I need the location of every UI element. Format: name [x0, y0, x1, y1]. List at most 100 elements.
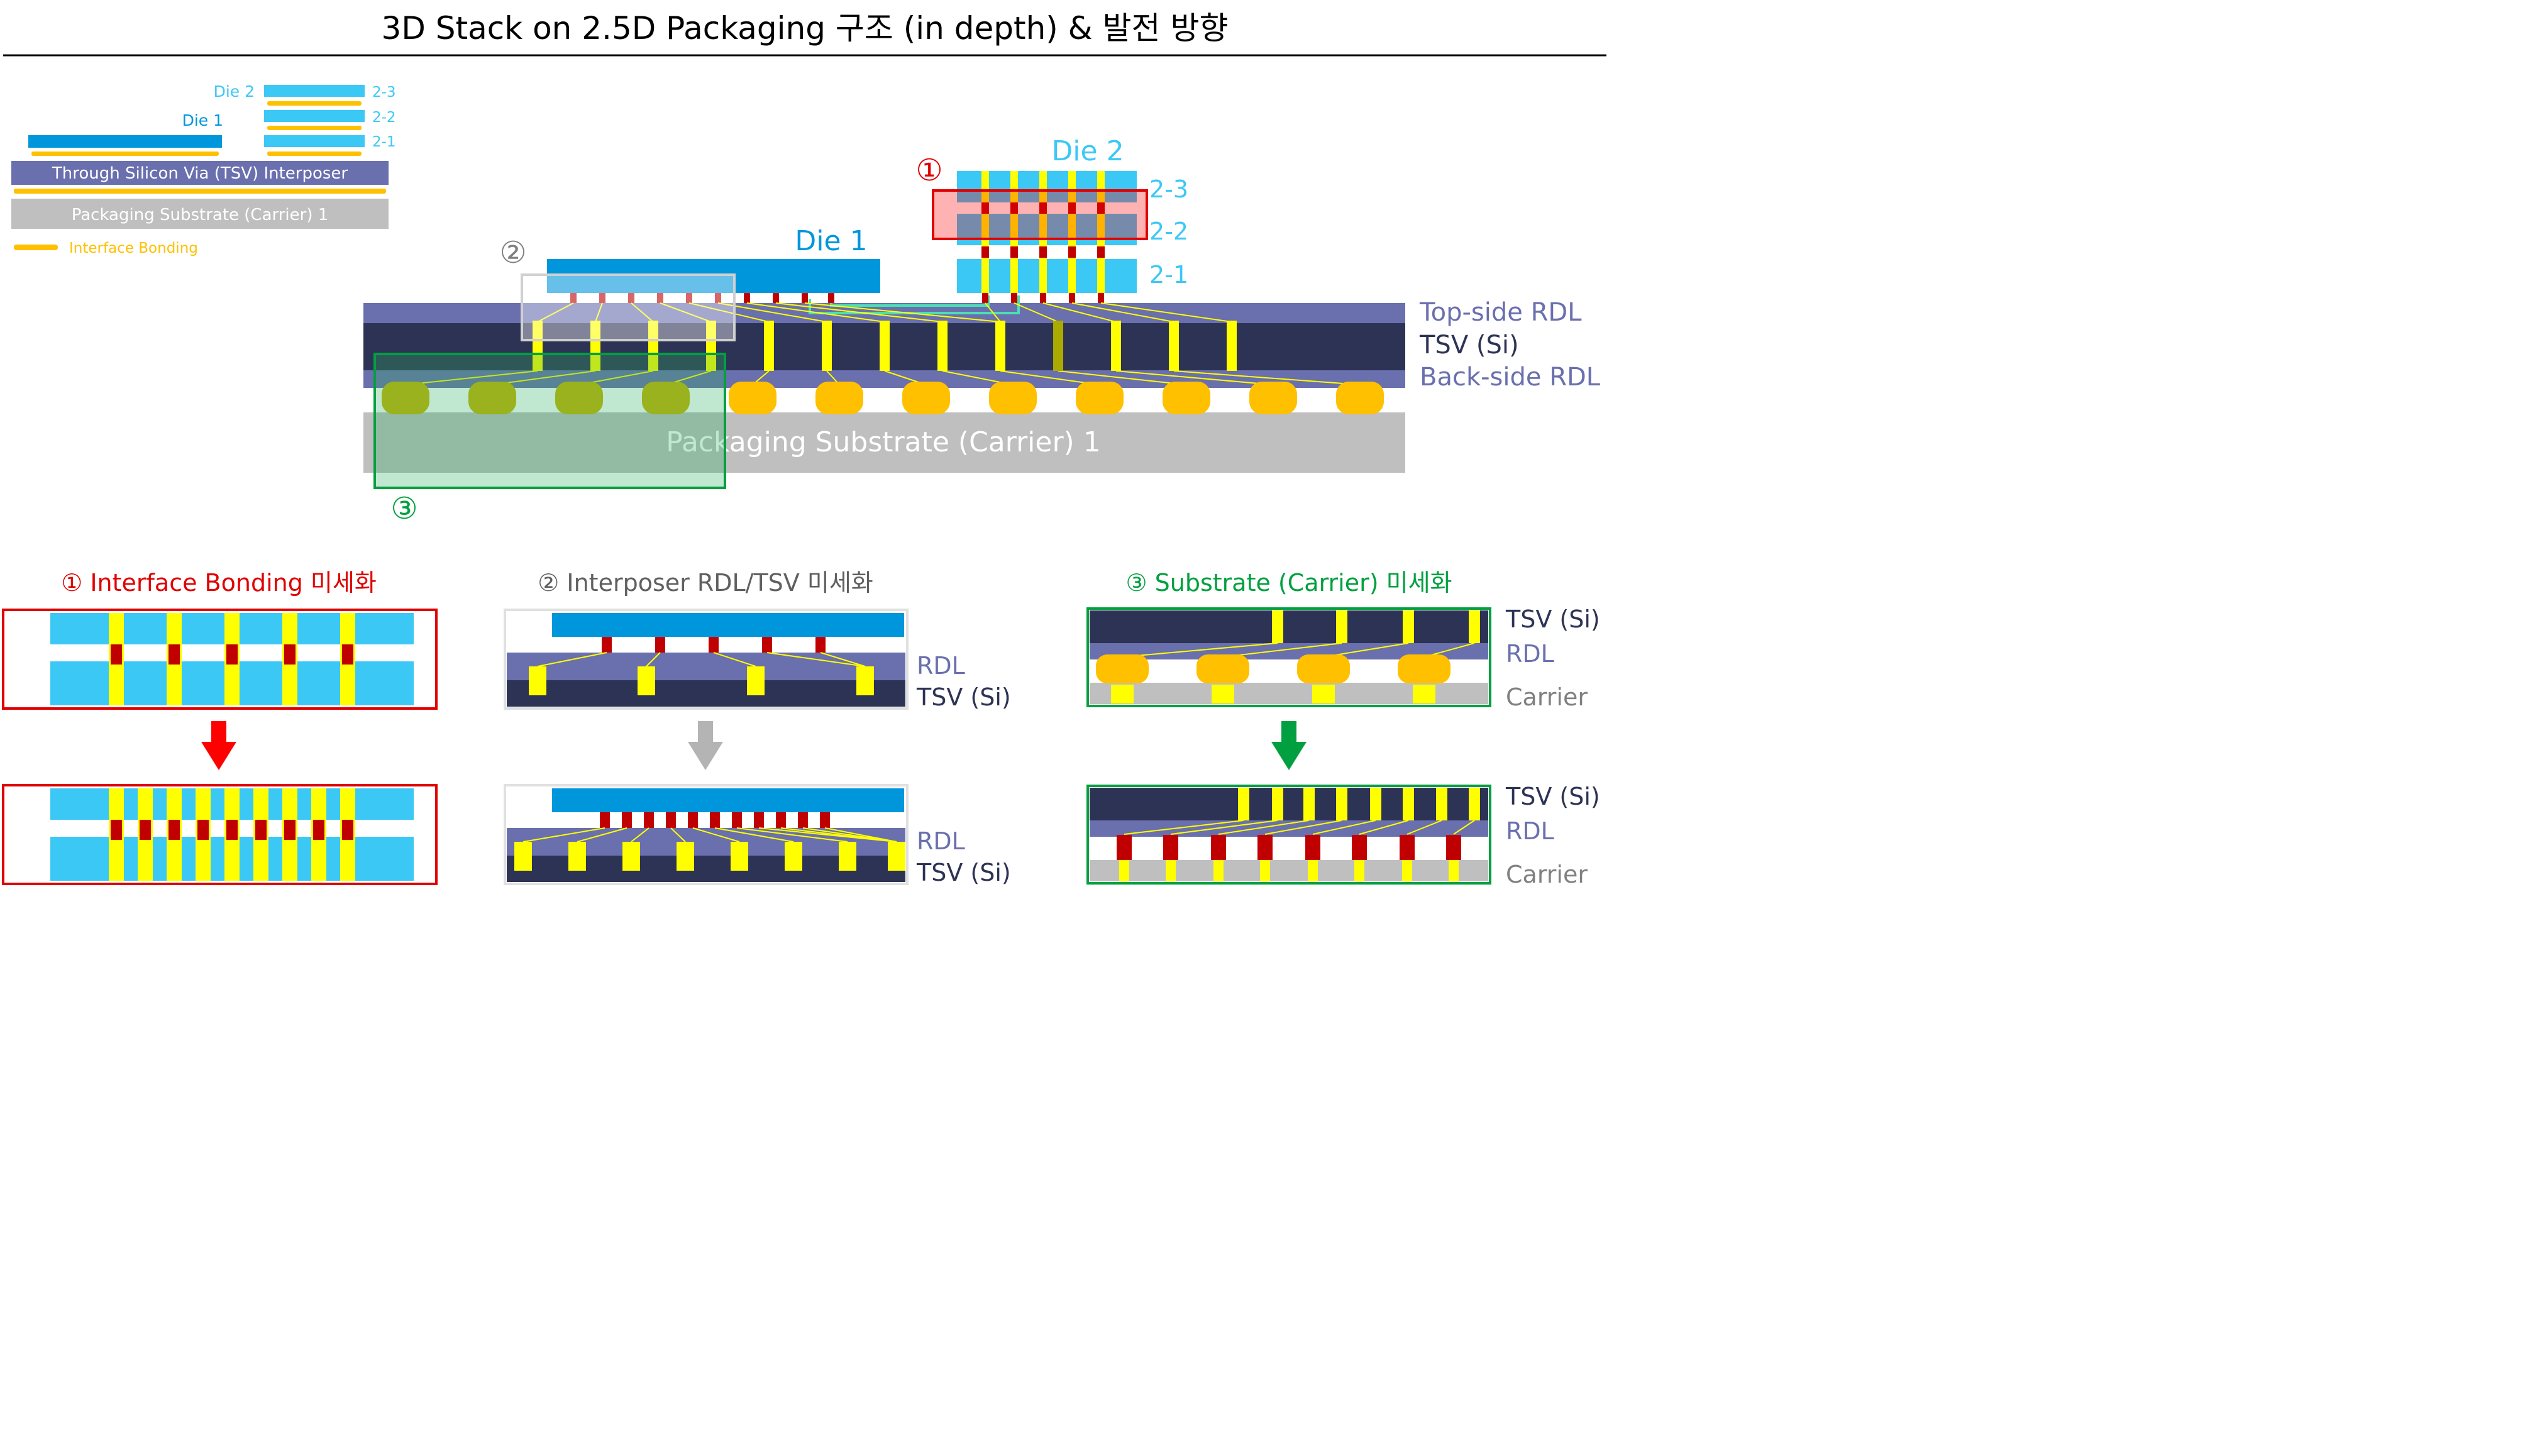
p2-rdl-line: [522, 827, 605, 842]
p3-carrier-via: [1111, 685, 1134, 703]
p2-tsv: [747, 666, 765, 695]
top-rdl-line: [717, 302, 827, 323]
p3-rdl-line: [1122, 643, 1278, 658]
p3-carrier-via: [1260, 860, 1270, 881]
p2-micro-bump: [798, 812, 808, 828]
main-cross-section: Packaging Substrate (Carrier) 1 Die 1 Di…: [363, 135, 1601, 526]
c4-bump: [989, 382, 1037, 414]
p2-micro-bump: [710, 812, 720, 828]
back-rdl-label: Back-side RDL: [1420, 363, 1601, 392]
die2-label: Die 2: [1051, 135, 1124, 167]
p2-tsv: [514, 842, 532, 871]
p3-bump: [1117, 835, 1132, 860]
c4-bump: [382, 382, 429, 414]
p3-rdl-line: [1264, 820, 1342, 835]
p3-tsv: [1370, 788, 1381, 820]
p3-tsv: [1469, 788, 1480, 820]
legend-bond-23: [267, 101, 362, 106]
main-tsv: [590, 321, 600, 371]
p3-rdl-line: [1170, 820, 1278, 835]
top-rdl-line: [1014, 302, 1059, 323]
die1-micro-bump: [828, 293, 834, 303]
p3-carrier-via: [1312, 685, 1335, 703]
p3-tsv: [1469, 610, 1480, 643]
p2-micro-bump: [815, 637, 826, 653]
bond-bump: [313, 820, 324, 840]
p3-bump: [1297, 654, 1350, 683]
p2-rdl-line: [631, 827, 649, 842]
legend-die1: [28, 135, 222, 148]
p2-micro-bump: [622, 812, 632, 828]
p2-micro-bump: [644, 812, 654, 828]
legend-bonding-label: Interface Bonding: [69, 240, 198, 256]
die2-micro-bump: [1097, 246, 1105, 258]
p2-micro-bump: [666, 812, 676, 828]
legend-bond-22: [267, 126, 362, 130]
bond-bump: [169, 820, 180, 840]
p3-rdl-line: [1312, 820, 1376, 835]
die2-via: [1010, 171, 1018, 293]
die2-base-bump: [1011, 293, 1017, 303]
panel3-after-carrier-label: Carrier: [1506, 861, 1588, 888]
bond-bump: [255, 820, 267, 840]
diagram-canvas: 3D Stack on 2.5D Packaging 구조 (in depth)…: [2, 10, 1606, 888]
bond-bump: [226, 644, 238, 665]
c4-bump: [468, 382, 516, 414]
main-tsv: [995, 321, 1005, 371]
main-tsv: [648, 321, 658, 371]
bond-bump: [169, 644, 180, 665]
panel1-arrow: [201, 721, 236, 770]
top-rdl-line: [688, 302, 770, 323]
top-rdl-line: [1071, 302, 1174, 323]
panel3-before-tsv-label: TSV (Si): [1505, 605, 1600, 633]
rdl-line-group: [405, 302, 1361, 385]
die2-l23-label: 2-3: [1149, 175, 1188, 203]
main-tsv: [1227, 321, 1237, 371]
legend-die2-21: [264, 135, 365, 147]
c4-bump-group: [382, 382, 1384, 414]
main-tsv: [1111, 321, 1121, 371]
panel2-before-rdl-label: RDL: [917, 652, 965, 680]
panel3-after-interconnect: [1117, 788, 1480, 881]
p2-rdl-line: [766, 652, 866, 667]
tsv-label: TSV (Si): [1419, 331, 1519, 360]
die2-micro-bump: [1097, 202, 1105, 214]
die1-micro-bump: [773, 293, 779, 303]
bond-bump: [284, 644, 296, 665]
highlight-box-1: [932, 189, 1148, 240]
c4-bump: [1076, 382, 1124, 414]
panel2-title: ② Interposer RDL/TSV 미세화: [538, 569, 873, 597]
main-tsv: [1169, 321, 1179, 371]
die2-micro-bump: [1068, 202, 1076, 214]
p3-carrier-via: [1119, 860, 1129, 881]
die2-micro-bump: [1010, 202, 1018, 214]
p2-micro-bump: [820, 812, 830, 828]
top-rdl-line: [595, 302, 603, 323]
p3-tsv: [1272, 610, 1283, 643]
die2-via: [1097, 171, 1105, 293]
p2-tsv: [839, 842, 856, 871]
p3-carrier-via: [1213, 860, 1224, 881]
legend-l23-label: 2-3: [372, 84, 396, 101]
die2-micro-bump: [1039, 246, 1047, 258]
bond-bump: [226, 820, 238, 840]
die2-micro-bump: [981, 202, 989, 214]
panel2-after-die: [552, 788, 904, 812]
die2-via: [1068, 171, 1076, 293]
back-rdl-line: [1000, 370, 1100, 385]
p2-rdl-line: [714, 827, 794, 842]
panel2-arrow: [688, 721, 723, 770]
top-rdl-line: [1100, 302, 1232, 323]
legend-substrate-label: Packaging Substrate (Carrier) 1: [72, 206, 329, 224]
panel2-after-tsv-label: TSV (Si): [916, 859, 1011, 886]
panel3-after-tsv: [1090, 788, 1488, 820]
die2-micro-bump: [1039, 202, 1047, 214]
p3-tsv: [1436, 788, 1447, 820]
marker-2: ②: [499, 235, 526, 270]
panel3-before-interconnect: [1096, 610, 1480, 703]
main-tsv: [533, 321, 543, 371]
p3-bump: [1305, 835, 1320, 860]
main-tsv: [706, 321, 716, 371]
highlight-box-2: [521, 273, 736, 341]
p3-bump: [1352, 835, 1367, 860]
